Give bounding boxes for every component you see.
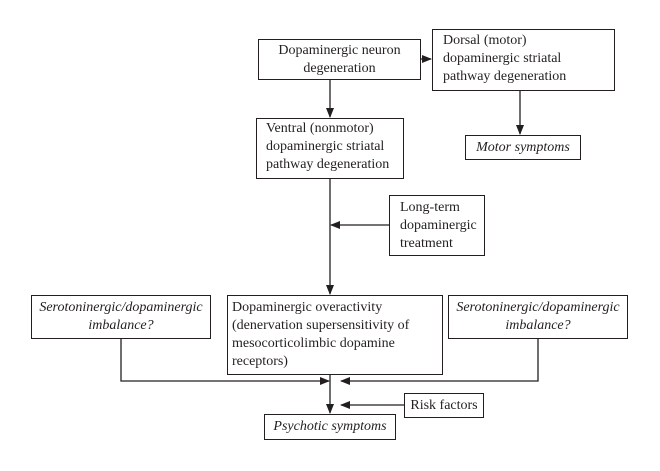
psychotic-symptoms-label: Psychotic symptoms [273,419,387,434]
neuron-degeneration-box: Dopaminergic neuron degeneration [258,39,421,80]
long-term-treatment-box: Long-term dopaminergic treatment [389,195,485,256]
long-term-treatment-line: dopaminergic [400,218,477,233]
overactivity-line: mesocorticolimbic dopamine [232,336,395,351]
imbalance-left-box: Serotoninergic/dopaminergic imbalance? [31,295,211,339]
long-term-treatment-line: treatment [400,236,453,251]
dorsal-pathway-line: Dorsal (motor) [443,33,527,48]
ventral-pathway-line: dopaminergic striatal [266,139,385,154]
ventral-pathway-line: pathway degeneration [266,157,390,172]
long-term-treatment-line: Long-term [400,200,460,215]
imbalance-right-box: Serotoninergic/dopaminergic imbalance? [448,295,628,339]
overactivity-line: Dopaminergic overactivity [232,300,383,315]
ventral-pathway-line: Ventral (nonmotor) [266,121,374,136]
arrow-imbalance-right-to-main [340,339,539,385]
motor-symptoms-box: Motor symptoms [465,135,581,160]
neuron-degeneration-line: degeneration [303,61,376,76]
risk-factors-box: Risk factors [404,393,484,418]
dorsal-pathway-line: pathway degeneration [443,69,567,84]
neuron-degeneration-line: Dopaminergic neuron [278,43,401,58]
dorsal-pathway-line: dopaminergic striatal [443,51,562,66]
ventral-pathway-box: Ventral (nonmotor) dopaminergic striatal… [256,118,404,179]
dopaminergic-overactivity-box: Dopaminergic overactivity (denervation s… [227,295,443,375]
imbalance-left-line: imbalance? [88,318,154,333]
arrow-imbalance-left-to-main [120,339,330,385]
imbalance-right-line: imbalance? [505,318,571,333]
imbalance-right-line: Serotoninergic/dopaminergic [456,300,620,315]
overactivity-line: receptors) [232,354,288,369]
imbalance-left-line: Serotoninergic/dopaminergic [39,300,203,315]
dorsal-pathway-box: Dorsal (motor) dopaminergic striatal pat… [432,29,615,91]
overactivity-line: (denervation supersensitivity of [232,318,410,333]
risk-factors-label: Risk factors [410,398,478,413]
motor-symptoms-label: Motor symptoms [476,140,570,155]
psychotic-symptoms-box: Psychotic symptoms [264,414,396,440]
